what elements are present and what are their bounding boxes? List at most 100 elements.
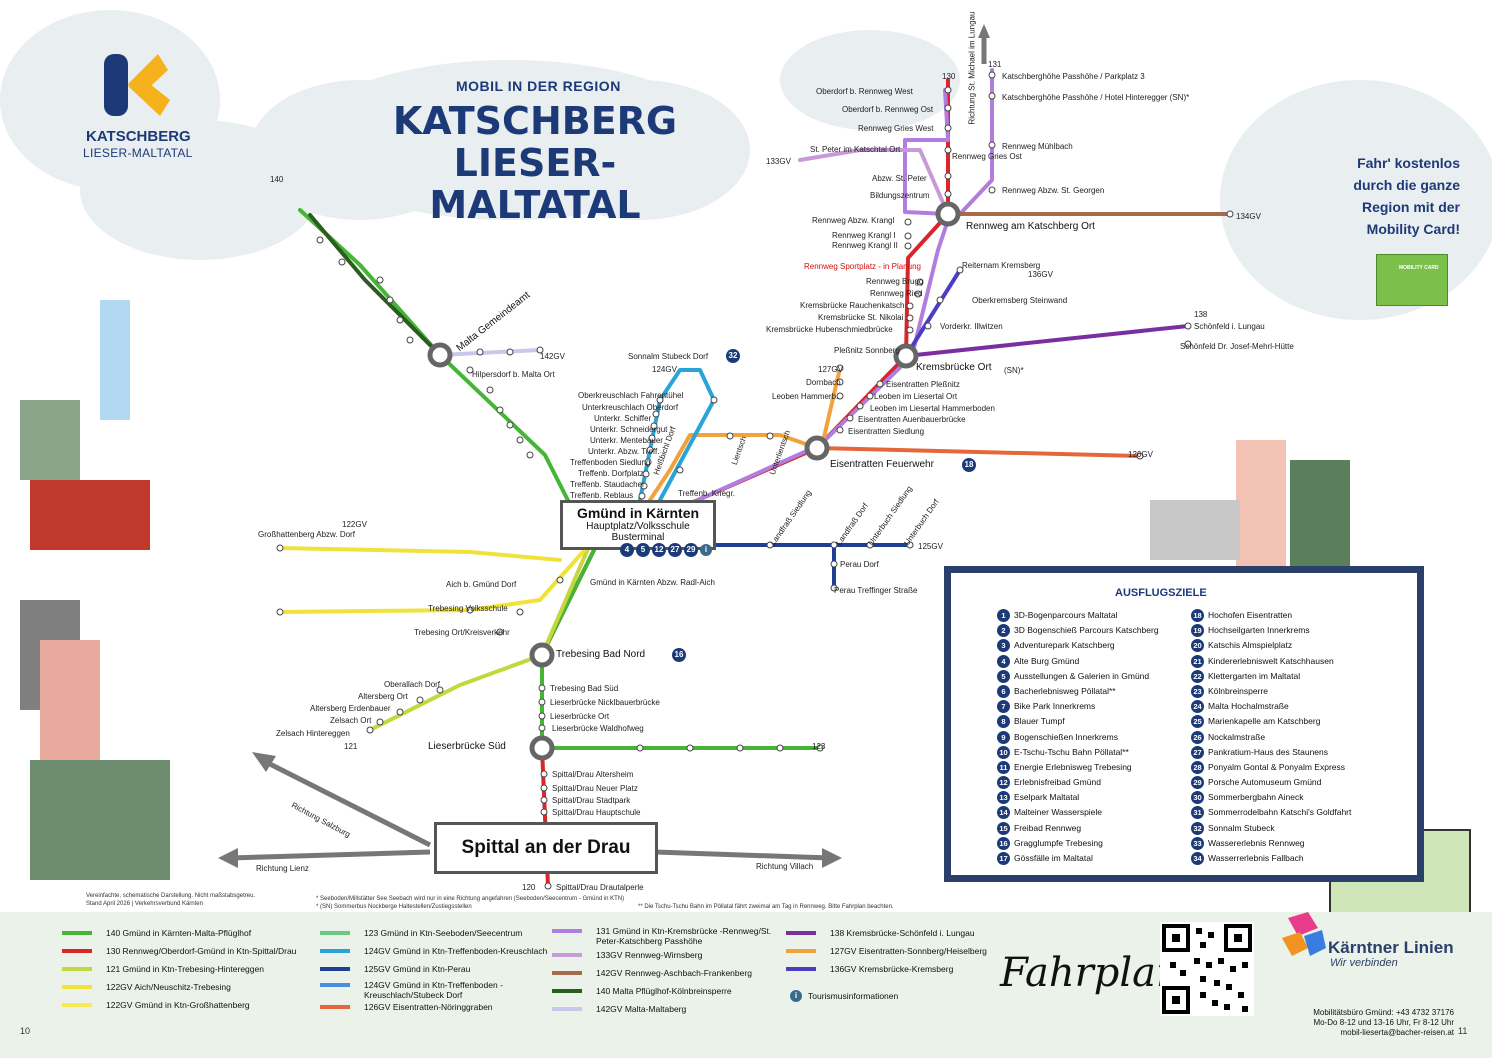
- stop-label: Rennweg Abzw. St. Georgen: [1002, 186, 1105, 195]
- stop-label: Spittal/Drau Neuer Platz: [552, 784, 638, 793]
- sonnalm-code: 32: [726, 349, 740, 363]
- fahrplan-logo: Fahrplan: [1000, 950, 1182, 996]
- contact-block: Mobilitätsbüro Gmünd: +43 4732 37176 Mo-…: [1294, 1008, 1454, 1038]
- route-number: 125GV: [918, 542, 943, 551]
- stop-label: Spittal/Drau Drautalperle: [556, 883, 644, 892]
- trebesing-code: 16: [672, 648, 686, 662]
- stop-label: Unterkr. Schiffer: [594, 414, 652, 423]
- stop-label: Rennweg Mühlbach: [1002, 142, 1073, 151]
- note-mid-2: * (SN) Sommerbus Nockberge Haltestellen/…: [316, 904, 472, 910]
- title-line-2: LIESER-MALTATAL: [429, 141, 641, 227]
- legend-item: 122GV Aich/Neuschitz-Trebesing: [62, 982, 231, 992]
- route-number: 123: [812, 742, 826, 751]
- legend-item: 140 Malta Pflüglhof-Kölnbreinsperre: [552, 986, 732, 996]
- page-number-right: 11: [1458, 1026, 1468, 1036]
- promo-line-2: durch die ganze: [1353, 177, 1460, 193]
- direction-villach: Richtung Villach: [756, 862, 814, 871]
- hub-spittal[interactable]: Spittal an der Drau: [434, 822, 658, 874]
- hub-rennweg[interactable]: Rennweg am Katschberg Ort: [966, 221, 1095, 232]
- route-number: 140: [270, 175, 284, 184]
- stop-label: Lieserbrücke Nicklbauerbrücke: [550, 698, 660, 707]
- route-number: 130: [942, 72, 956, 81]
- hub-sonnalm[interactable]: Sonnalm Stubeck Dorf: [628, 352, 709, 361]
- contact-phone: Mobilitätsbüro Gmünd: +43 4732 37176: [1313, 1008, 1454, 1017]
- hub-eisentratten[interactable]: Eisentratten Feuerwehr: [830, 459, 934, 470]
- tourism-info-icon: i: [790, 990, 802, 1002]
- stop-label: Katschberghöhe Passhöhe / Parkplatz 3: [1002, 72, 1145, 81]
- stop-label: Pleßnitz Sonnberg: [834, 346, 900, 355]
- stop-label: Spittal/Drau Stadtpark: [552, 796, 631, 805]
- route-number: 124GV: [652, 365, 677, 374]
- note-left-1: Vereinfachte, schematische Darstellung. …: [86, 893, 256, 899]
- contact-email[interactable]: mobil-lieserta@bacher-reisen.at: [1340, 1028, 1455, 1037]
- title-line-1: KATSCHBERG: [392, 99, 678, 143]
- stop-label: Unterkr. Mentebauer: [590, 436, 663, 445]
- stop-label: Rennweg Krangl II: [832, 241, 898, 250]
- stop-label: Unterkr. Schneidergut: [590, 425, 668, 434]
- legend-item: 125GV Gmünd in Ktn-Perau: [320, 964, 470, 974]
- kl-name: Kärntner Linien: [1328, 938, 1454, 957]
- hub-gmund-sub2: Busterminal: [611, 532, 665, 543]
- gmund-code-27: 27: [668, 543, 682, 557]
- stop-label: Leoben im Liesertal Ort: [874, 392, 958, 401]
- stop-label: Dornbach: [806, 378, 841, 387]
- stop-label: Reiternam Kremsberg: [962, 261, 1041, 270]
- stop-label: Spittal/Drau Altersheim: [552, 770, 634, 779]
- kremsbrucke-suffix: (SN)*: [1004, 366, 1024, 375]
- route-number: 138: [1194, 310, 1208, 319]
- route-lines: [278, 68, 1232, 888]
- note-mid-3: ** Die Tschu-Tschu Bahn im Pöllatal fähr…: [638, 904, 894, 910]
- direction-lungau: Richtung St. Michael im Lungau: [967, 11, 977, 125]
- qr-code[interactable]: [1160, 922, 1254, 1016]
- stop-label: Unterkr. Abzw. Treff.: [588, 447, 660, 456]
- hub-trebesing[interactable]: Trebesing Bad Nord: [556, 649, 646, 660]
- direction-arrows: [229, 32, 987, 861]
- stop-label: Oberdorf b. Rennweg West: [816, 87, 913, 96]
- stop-label: Altersberg Ort: [358, 692, 408, 701]
- stop-label: Kremsbrücke Rauchenkatsch: [800, 301, 905, 310]
- stop-label: Kremsbrücke Hubenschmiedbrücke: [766, 325, 893, 334]
- hub-kremsbrucke[interactable]: Kremsbrücke Ort: [916, 362, 992, 373]
- hub-lieserbrucke[interactable]: Lieserbrücke Süd: [428, 741, 506, 752]
- stop-label: Zelsach Ort: [330, 716, 372, 725]
- stop-label-planned: Rennweg Sportplatz - in Planung: [804, 262, 921, 271]
- gmund-code-12: 12: [652, 543, 666, 557]
- mobility-card-image: MOBILITY CARD: [1376, 254, 1448, 306]
- hub-gmund-sub1: Hauptplatz/Volksschule: [586, 521, 690, 532]
